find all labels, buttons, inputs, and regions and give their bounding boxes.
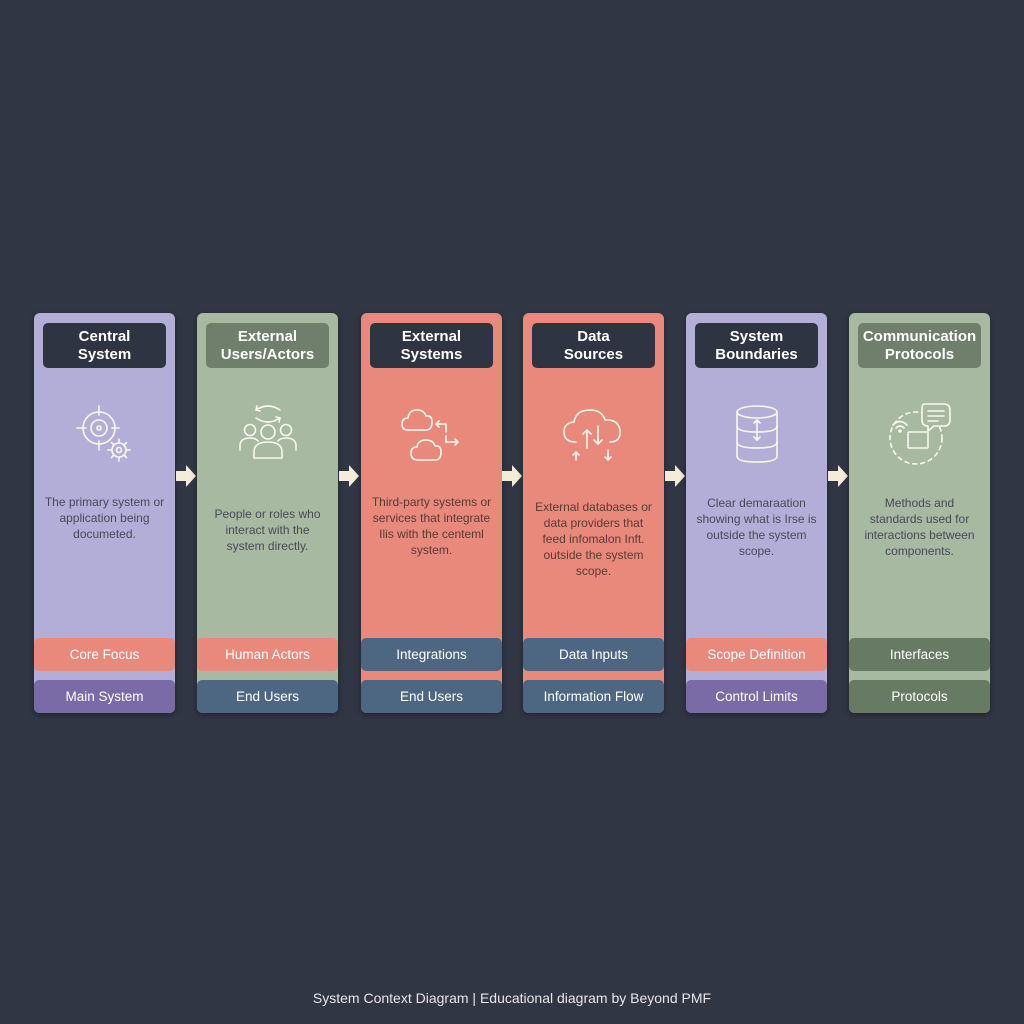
tag-interfaces: Interfaces bbox=[849, 638, 990, 671]
tag-end-users: End Users bbox=[361, 680, 502, 713]
arrow-right-icon bbox=[664, 464, 686, 488]
tag-human-actors: Human Actors bbox=[197, 638, 338, 671]
arrow-right-icon bbox=[501, 464, 523, 488]
card-description: External databases or data providers tha… bbox=[535, 500, 652, 578]
tag-end-users: End Users bbox=[197, 680, 338, 713]
arrow-right-icon bbox=[338, 464, 360, 488]
card-description: The primary system or application being … bbox=[44, 495, 165, 541]
card-description: Methods and standards used for interacti… bbox=[864, 496, 975, 558]
arrow-right-icon bbox=[175, 464, 197, 488]
arrow-right-icon bbox=[827, 464, 849, 488]
tag-integrations: Integrations bbox=[361, 638, 502, 671]
tag-information-flow: Information Flow bbox=[523, 680, 664, 713]
target-gear-icon bbox=[69, 398, 141, 470]
cloud-transfer-icon bbox=[558, 398, 630, 470]
tag-data-inputs: Data Inputs bbox=[523, 638, 664, 671]
tag-protocols: Protocols bbox=[849, 680, 990, 713]
footer-caption: System Context Diagram | Educational dia… bbox=[312, 990, 712, 1006]
chat-signal-icon bbox=[884, 398, 956, 470]
cloud-sync-icon bbox=[396, 398, 468, 470]
tag-main-system: Main System bbox=[34, 680, 175, 713]
tag-core-focus: Core Focus bbox=[34, 638, 175, 671]
database-icon bbox=[721, 398, 793, 470]
users-group-icon bbox=[232, 398, 304, 470]
card-description: Third-party systems or services that int… bbox=[371, 495, 492, 557]
card-description: Clear demaraation showing what is Irse i… bbox=[696, 496, 817, 558]
card-description: People or roles who interact with the sy… bbox=[214, 507, 321, 553]
tag-scope-definition: Scope Definition bbox=[686, 638, 827, 671]
tag-control-limits: Control Limits bbox=[686, 680, 827, 713]
